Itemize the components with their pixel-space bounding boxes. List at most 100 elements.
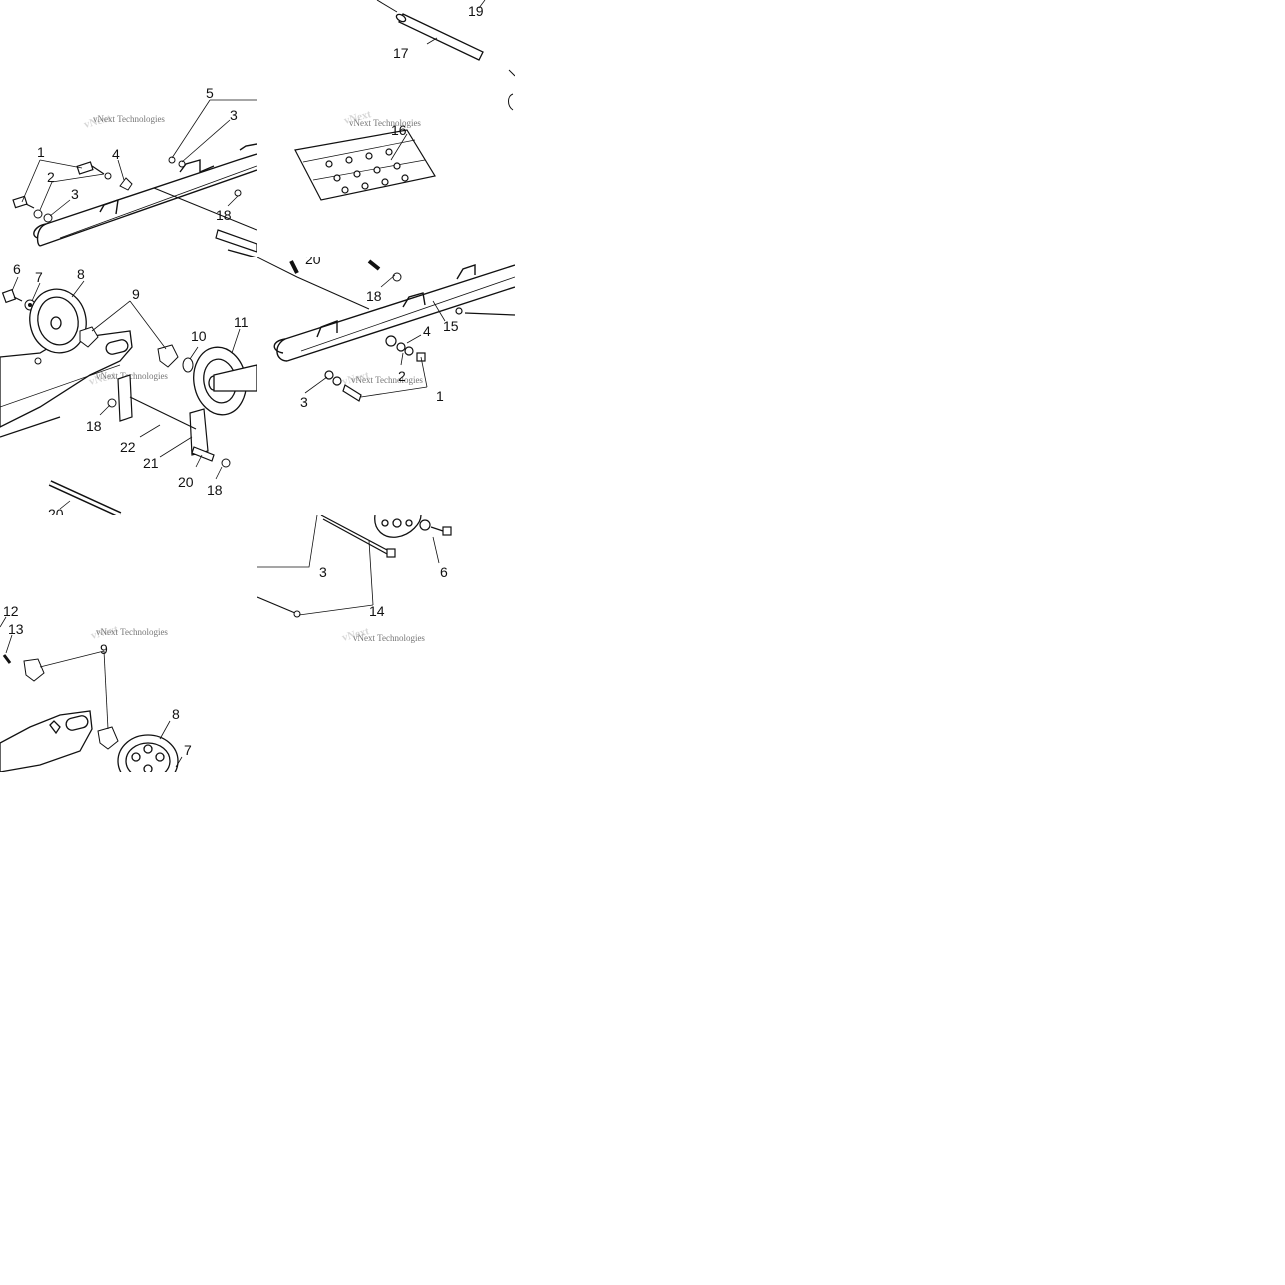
callout-label: 14 (369, 603, 385, 619)
washer (34, 357, 42, 365)
rail-edge (508, 93, 514, 111)
watermark: vNext Technologies (96, 371, 168, 381)
callout-label: 18 (86, 418, 102, 434)
rail-edge (508, 69, 515, 77)
bushing (97, 726, 119, 750)
callout-label: 9 (132, 286, 140, 302)
callout-label: 17 (393, 45, 409, 61)
callout-label: 7 (184, 742, 192, 758)
callout-label: 8 (172, 706, 180, 722)
shaft-end (376, 0, 398, 13)
diagram-tile-wheels-axle: vNext vNext Technologies (0, 257, 257, 515)
callout-label: 2 (398, 368, 406, 384)
callout-label: 12 (3, 603, 19, 619)
rail-body (0, 330, 133, 438)
leader-lines (390, 0, 486, 161)
nut (168, 156, 176, 164)
bolt (2, 654, 12, 664)
callout-label: 2 (47, 169, 55, 185)
shaft-end (367, 259, 381, 271)
idler-wheel (117, 734, 179, 772)
callout-label: 20 (305, 257, 321, 267)
callout-label: 15 (443, 318, 459, 334)
spacer (182, 357, 194, 373)
bushing (23, 658, 45, 682)
callout-label: 1 (436, 388, 444, 404)
long-bolts-drawing: vNext vNext Technologies (257, 515, 452, 644)
watermark: vNext Technologies (96, 627, 168, 637)
long-bolt (320, 515, 396, 558)
idler-wheel (29, 288, 87, 354)
callout-label: 3 (300, 394, 308, 410)
rail-rear-drawing: vNext vNext Technologies (257, 257, 515, 410)
shaft-end (289, 260, 299, 274)
washer (234, 189, 242, 197)
watermark: vNext Technologies (349, 118, 421, 128)
callout-label: 13 (8, 621, 24, 637)
callout-label: 18 (366, 288, 382, 304)
bolt-assembly (324, 335, 426, 402)
callout-label: 20 (178, 474, 194, 490)
callout-label: 19 (468, 3, 484, 19)
shock-mount (117, 374, 215, 462)
axle-pin (215, 229, 257, 253)
leader-lines (0, 616, 183, 768)
callout-label: 7 (35, 269, 43, 285)
callout-label: 6 (440, 564, 448, 580)
callout-label: 16 (391, 122, 407, 138)
drive-wheel (193, 346, 257, 416)
bushing (79, 326, 99, 348)
callout-label: 3 (71, 186, 79, 202)
callout-label: 4 (423, 323, 431, 339)
diagram-tile-long-bolts: vNext vNext Technologies (257, 515, 515, 772)
callout-label: 9 (100, 641, 108, 657)
washer (392, 272, 402, 282)
lower-shaft-highlight (49, 481, 121, 515)
callout-label: 3 (230, 107, 238, 123)
rod (257, 596, 296, 614)
callout-label: 3 (319, 564, 327, 580)
callout-label: 22 (120, 439, 136, 455)
shaft-slide-drawing: vNext vNext Technologies (294, 0, 515, 201)
wheels-axle-drawing: vNext vNext Technologies (0, 261, 257, 515)
rail-body (0, 710, 93, 772)
rail-front-drawing: vNext vNext Technologies (12, 85, 257, 257)
callout-label: 4 (112, 146, 120, 162)
washer-hole (28, 303, 32, 307)
watermark: vNext Technologies (93, 114, 165, 124)
washer (178, 160, 186, 168)
callout-label: 1 (37, 144, 45, 160)
diagram-tile-rail-rear: vNext vNext Technologies (257, 257, 515, 515)
rear-shaft (395, 13, 484, 61)
idler-wheel (374, 515, 422, 538)
leader-lines (304, 274, 446, 398)
diagram-tile-rear-wheel: vNext vNext Technologies (0, 515, 257, 772)
watermark: vNext Technologies (351, 375, 423, 385)
diagram-tile-shaft-and-slide: vNext vNext Technologies (257, 0, 515, 257)
leader-lines (11, 276, 241, 510)
bolt (1, 288, 23, 304)
watermark: vNext Technologies (353, 633, 425, 643)
callout-label: 10 (191, 328, 207, 344)
callout-label: 21 (143, 455, 159, 471)
rod-end (293, 610, 301, 618)
callout-label: 5 (206, 85, 214, 101)
bolt-1-upper (76, 161, 105, 175)
callout-label: 6 (13, 261, 21, 277)
rear-wheel-drawing: vNext vNext Technologies (0, 603, 192, 772)
callout-label: 18 (216, 207, 232, 223)
washer (33, 209, 43, 219)
slide-rail (257, 257, 515, 362)
washer (104, 172, 112, 180)
leader-lines (257, 515, 440, 616)
diagram-tile-rail-front: vNext vNext Technologies (0, 0, 257, 257)
slide-plate (294, 129, 436, 201)
long-bolt (455, 307, 515, 316)
callout-label: 18 (207, 482, 223, 498)
leader-lines (21, 99, 257, 217)
callout-label: 20 (48, 506, 64, 515)
bolt (419, 519, 452, 536)
bracket (119, 177, 133, 191)
washer (221, 458, 231, 468)
